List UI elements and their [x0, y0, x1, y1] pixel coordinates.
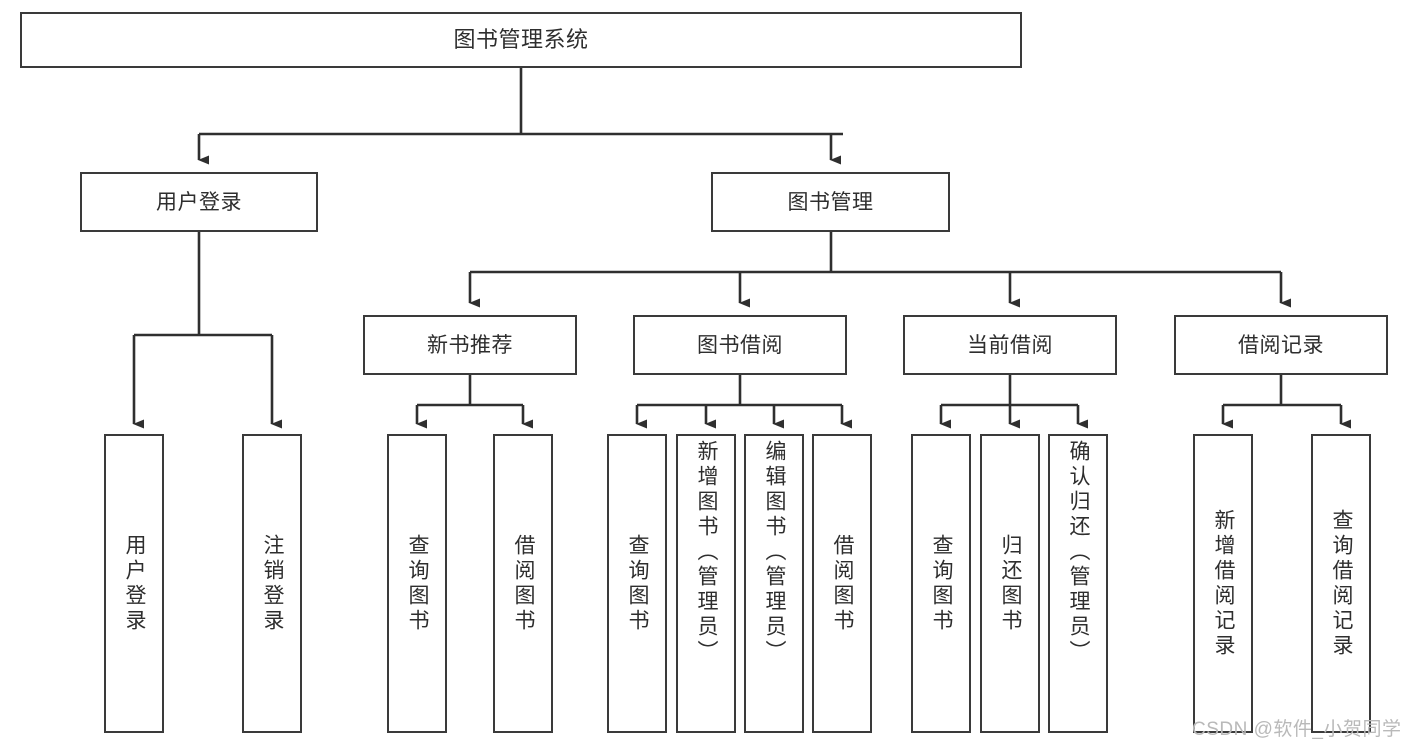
- leaf-logout[interactable]: 注销登录: [242, 434, 302, 733]
- node-borrow-record[interactable]: 借阅记录: [1174, 315, 1388, 375]
- leaf-query-book-3[interactable]: 查询图书: [911, 434, 971, 733]
- leaf-query-book-1[interactable]: 查询图书: [387, 434, 447, 733]
- leaf-query-book-1-label: 查询图书: [406, 533, 430, 634]
- node-new-book-recommend[interactable]: 新书推荐: [363, 315, 577, 375]
- leaf-query-book-2-label: 查询图书: [626, 533, 650, 634]
- leaf-borrow-book-1-label: 借阅图书: [512, 533, 536, 634]
- leaf-query-borrow-record-label: 查询借阅记录: [1330, 508, 1354, 659]
- leaf-add-book[interactable]: 新增图书（管理员）: [676, 434, 736, 733]
- node-book-management[interactable]: 图书管理: [711, 172, 950, 232]
- leaf-user-login[interactable]: 用户登录: [104, 434, 164, 733]
- node-book-borrow[interactable]: 图书借阅: [633, 315, 847, 375]
- leaf-return-book[interactable]: 归还图书: [980, 434, 1040, 733]
- leaf-confirm-return[interactable]: 确认归还（管理员）: [1048, 434, 1108, 733]
- leaf-confirm-return-label: 确认归还（管理员）: [1067, 440, 1091, 665]
- leaf-add-borrow-record-label: 新增借阅记录: [1212, 508, 1236, 659]
- leaf-borrow-book-2[interactable]: 借阅图书: [812, 434, 872, 733]
- leaf-query-book-3-label: 查询图书: [930, 533, 954, 634]
- node-root[interactable]: 图书管理系统: [20, 12, 1022, 68]
- leaf-borrow-book-1[interactable]: 借阅图书: [493, 434, 553, 733]
- node-borrow-record-label: 借阅记录: [1238, 333, 1324, 357]
- leaf-edit-book-label: 编辑图书（管理员）: [763, 440, 787, 665]
- leaf-borrow-book-2-label: 借阅图书: [831, 533, 855, 634]
- node-new-book-recommend-label: 新书推荐: [427, 333, 513, 357]
- leaf-user-login-label: 用户登录: [123, 533, 147, 634]
- node-user-login-label: 用户登录: [156, 190, 242, 214]
- leaf-add-borrow-record[interactable]: 新增借阅记录: [1193, 434, 1253, 733]
- node-user-login[interactable]: 用户登录: [80, 172, 318, 232]
- leaf-return-book-label: 归还图书: [999, 533, 1023, 634]
- leaf-query-borrow-record[interactable]: 查询借阅记录: [1311, 434, 1371, 733]
- node-book-borrow-label: 图书借阅: [697, 333, 783, 357]
- leaf-logout-label: 注销登录: [261, 533, 285, 634]
- node-current-borrow[interactable]: 当前借阅: [903, 315, 1117, 375]
- leaf-add-book-label: 新增图书（管理员）: [695, 440, 719, 665]
- node-current-borrow-label: 当前借阅: [967, 333, 1053, 357]
- node-root-label: 图书管理系统: [453, 27, 589, 52]
- node-book-management-label: 图书管理: [787, 190, 874, 214]
- leaf-query-book-2[interactable]: 查询图书: [607, 434, 667, 733]
- leaf-edit-book[interactable]: 编辑图书（管理员）: [744, 434, 804, 733]
- csdn-watermark: CSDN @软件_小贺同学: [1192, 719, 1402, 740]
